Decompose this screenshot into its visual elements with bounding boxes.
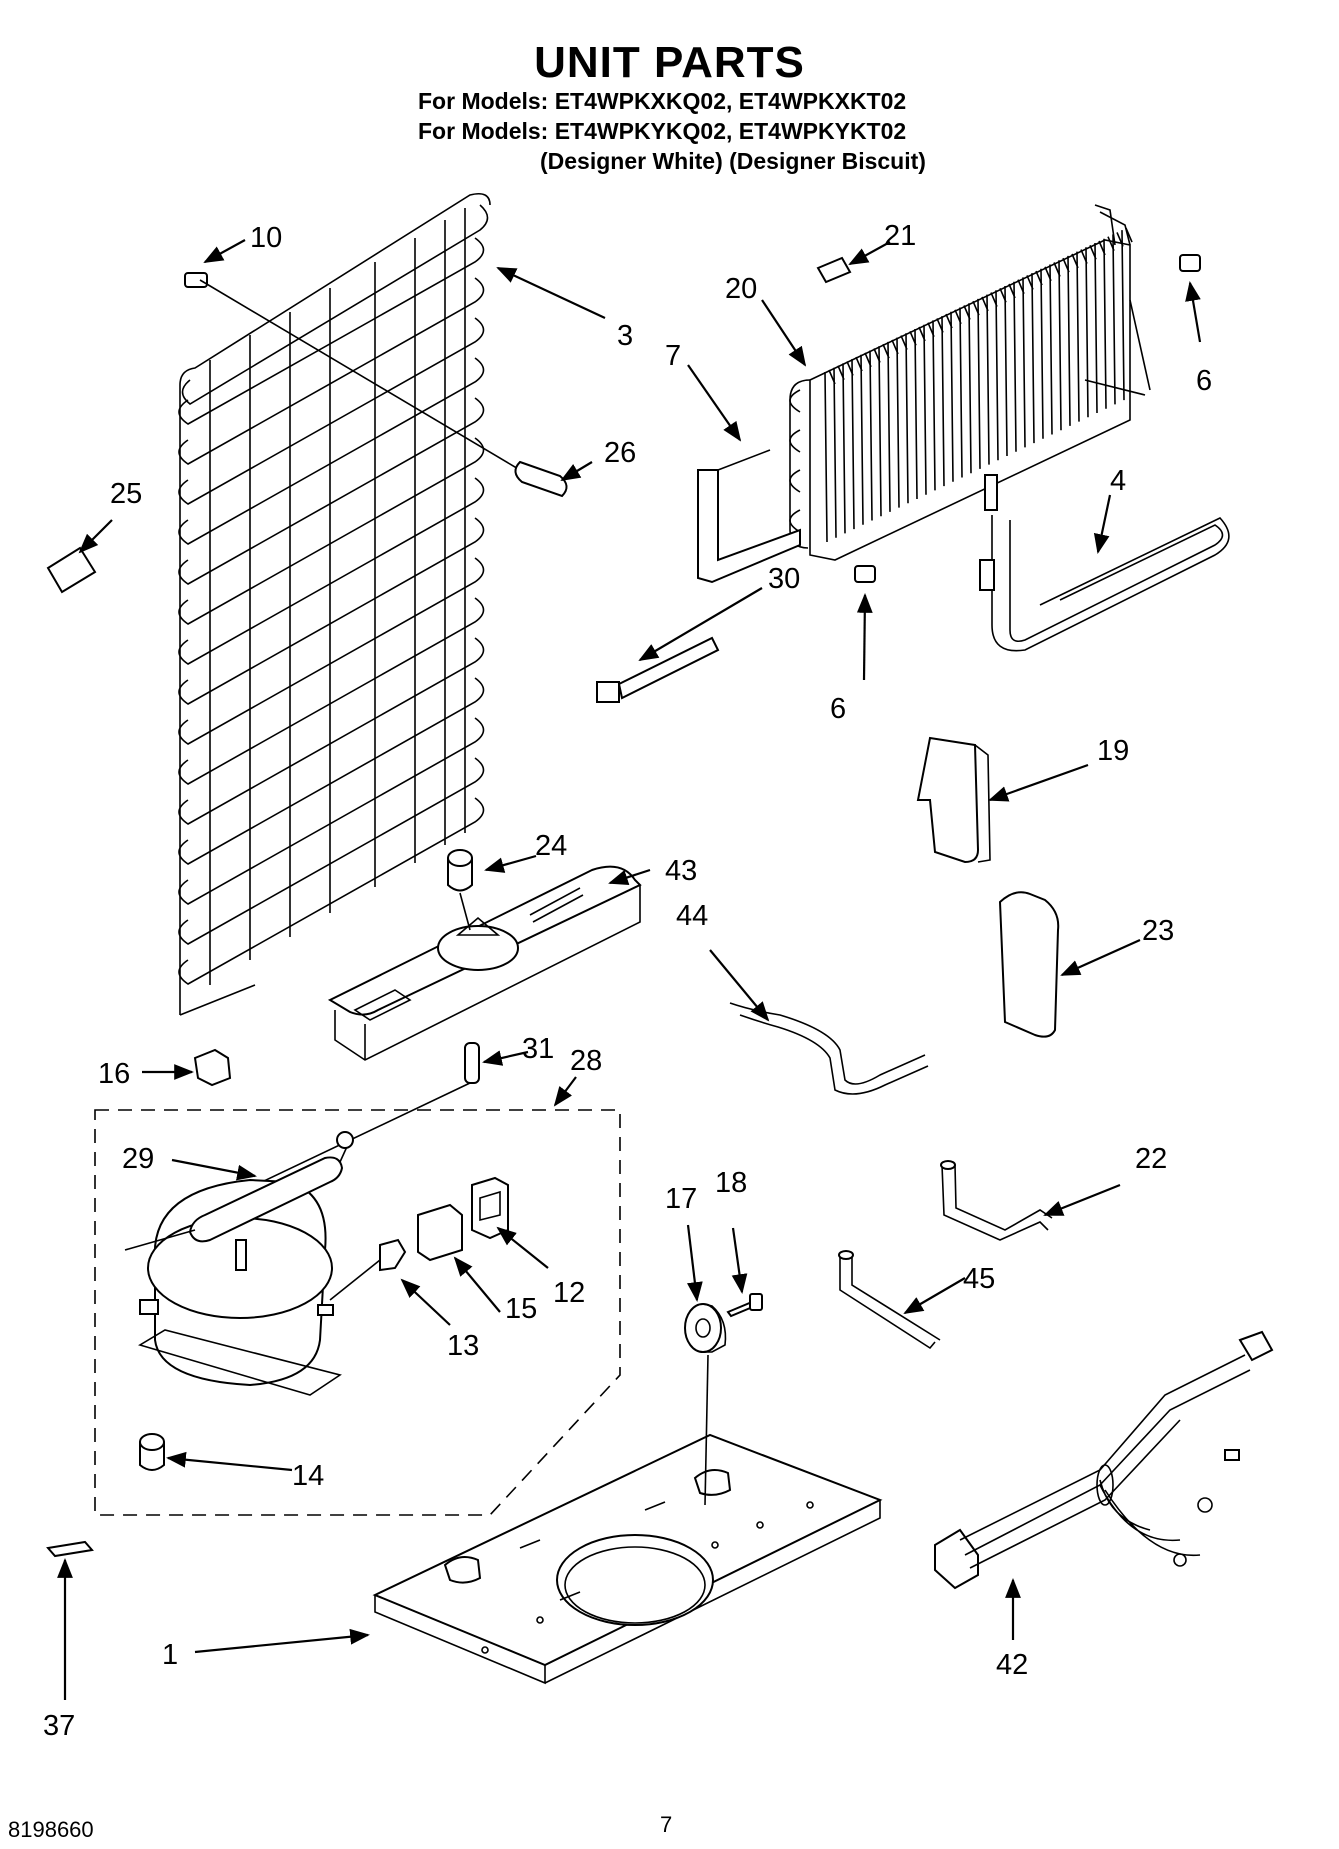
base-plate-1: [372, 1433, 883, 1685]
callout-1: 1: [162, 1639, 178, 1671]
callout-45: 45: [963, 1263, 995, 1295]
callout-26: 26: [604, 437, 636, 469]
roller-17: [684, 1303, 727, 1506]
callout-21: 21: [884, 220, 916, 252]
insulation-19: [916, 736, 991, 864]
drain-tube-31: [244, 1042, 480, 1191]
callout-20: 20: [725, 273, 757, 305]
clip-16: [193, 1048, 232, 1087]
condenser-coil: [178, 192, 491, 1016]
callout-13: 13: [447, 1330, 479, 1362]
tube-22: [940, 1160, 1053, 1241]
callout-4: 4: [1110, 465, 1126, 497]
spacer-26: [514, 460, 568, 498]
document-number: 8198660: [8, 1817, 94, 1842]
callout-25: 25: [110, 478, 142, 510]
screw-6-lower: [854, 565, 876, 583]
callout-22: 22: [1135, 1143, 1167, 1175]
page-title: UNIT PARTS: [534, 38, 805, 87]
callout-6-upper: 6: [1196, 365, 1212, 397]
color-variants: (Designer White) (Designer Biscuit): [540, 148, 926, 174]
callout-18: 18: [715, 1167, 747, 1199]
model-line-2: For Models: ET4WPKYKQ02, ET4WPKYKT02: [418, 118, 907, 144]
screw-6-upper: [1179, 254, 1201, 272]
overload-15: [417, 1203, 463, 1262]
tube-45: [838, 1250, 941, 1350]
callout-10: 10: [250, 222, 282, 254]
callout-19: 19: [1097, 735, 1129, 767]
callout-43: 43: [665, 855, 697, 887]
callout-16: 16: [98, 1058, 130, 1090]
callout-14: 14: [292, 1460, 324, 1492]
defrost-heater-4: [979, 474, 1230, 652]
callout-31: 31: [522, 1033, 554, 1065]
axle-18: [726, 1293, 763, 1318]
clip-25: [46, 546, 97, 594]
drain-trough-7: [697, 449, 801, 584]
drain-pan-43: [327, 865, 642, 1061]
callout-24: 24: [535, 830, 567, 862]
callout-37: 37: [43, 1710, 75, 1742]
callout-29: 29: [122, 1143, 154, 1175]
callout-28: 28: [570, 1045, 602, 1077]
screw-10: [184, 272, 521, 471]
clip-21: [816, 256, 852, 284]
callout-15: 15: [505, 1293, 537, 1325]
grommet-14: [139, 1433, 165, 1471]
callout-3: 3: [617, 320, 633, 352]
evaporator: [789, 204, 1151, 561]
part-37: [46, 1540, 94, 1558]
relay-12: [471, 1176, 509, 1240]
callout-17: 17: [665, 1183, 697, 1215]
callout-44: 44: [676, 900, 708, 932]
grommet-24: [447, 849, 473, 931]
tube-44: [729, 1002, 929, 1095]
page-number: 7: [660, 1812, 673, 1837]
terminal-13: [329, 1238, 407, 1301]
drier-29: [124, 1131, 354, 1251]
callout-7: 7: [665, 340, 681, 372]
insulation-23: [998, 891, 1060, 1038]
model-line-1: For Models: ET4WPKXKQ02, ET4WPKXKT02: [418, 88, 907, 114]
cable-tie-30: [596, 636, 720, 703]
callout-6-lower: 6: [830, 693, 846, 725]
callout-12: 12: [553, 1277, 585, 1309]
callout-42: 42: [996, 1649, 1028, 1681]
callout-23: 23: [1142, 915, 1174, 947]
wire-harness-42: [934, 1330, 1274, 1590]
callout-30: 30: [768, 563, 800, 595]
compressor-assembly-28-outline: [94, 1109, 621, 1516]
